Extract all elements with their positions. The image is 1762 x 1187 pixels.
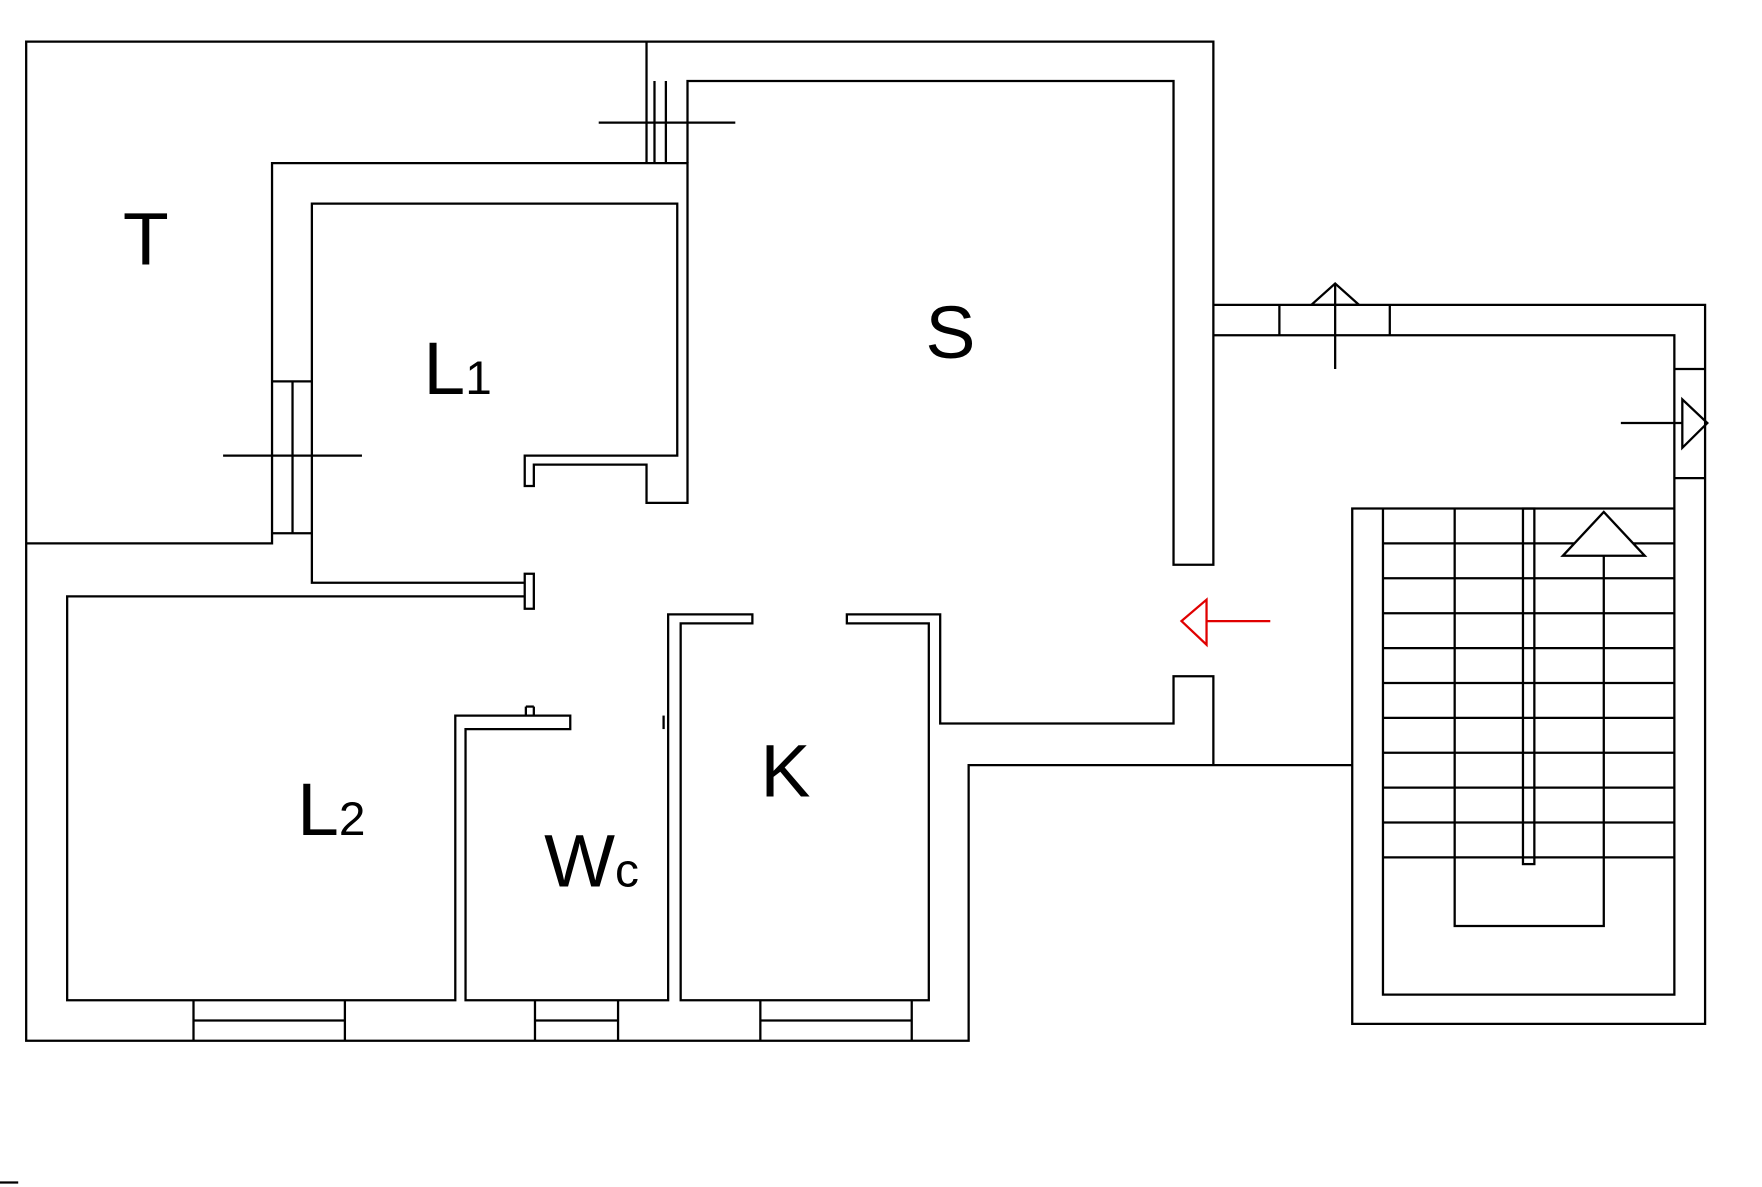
room-label-l1: L1 <box>423 326 491 410</box>
entrance-arrow-icon <box>1179 597 1271 648</box>
room-label-k: K <box>760 729 810 813</box>
stair-up-arrow-icon <box>1560 510 1648 557</box>
walls <box>25 40 1353 1042</box>
room-label-wc: Wc <box>544 819 639 903</box>
stairwell <box>1213 282 1709 1025</box>
room-label-t: T <box>123 197 169 281</box>
room-label-s: S <box>925 290 975 374</box>
windows <box>192 81 913 1041</box>
room-label-l2: L2 <box>297 767 365 851</box>
